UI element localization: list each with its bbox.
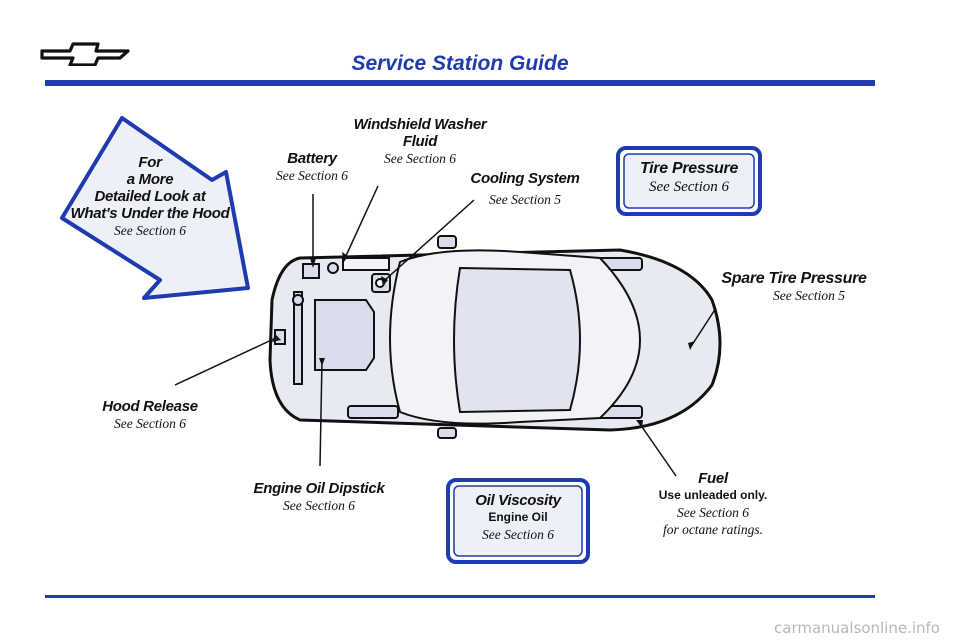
oil-viscosity-callout: Oil Viscosity Engine Oil See Section 6 — [454, 492, 582, 543]
under-hood-ref: See Section 6 — [114, 223, 186, 238]
fuel-callout: Fuel Use unleaded only. See Section 6 fo… — [640, 470, 786, 538]
spare-tire-callout: Spare Tire Pressure See Section 5 — [706, 270, 882, 304]
battery-shape — [302, 263, 320, 279]
washer-line1: Windshield Washer — [353, 116, 487, 133]
cooling-callout: Cooling System See Section 5 — [462, 170, 588, 208]
oil-viscosity-ref: See Section 6 — [482, 527, 554, 542]
page-title: Service Station Guide — [351, 52, 569, 75]
header-rule — [45, 80, 875, 86]
battery-title: Battery — [287, 150, 337, 167]
fuel-line4: for octane ratings. — [662, 522, 764, 537]
chevrolet-bowtie-icon — [40, 42, 130, 66]
tire-pressure-ref: See Section 6 — [649, 179, 729, 195]
washer-callout: Windshield Washer Fluid See Section 6 — [340, 116, 500, 167]
under-hood-line2: a More — [126, 171, 174, 188]
oil-viscosity-title: Oil Viscosity — [475, 492, 561, 509]
spare-tire-ref: See Section 5 — [773, 288, 845, 303]
battery-callout: Battery See Section 6 — [262, 150, 362, 184]
oil-viscosity-line2: Engine Oil — [488, 510, 548, 524]
dipstick-ref: See Section 6 — [283, 498, 355, 513]
cooling-title: Cooling System — [470, 170, 580, 187]
engine-block — [314, 299, 375, 371]
under-hood-arrow — [60, 116, 250, 300]
wheel-front-left — [437, 427, 457, 439]
radiator — [293, 291, 303, 385]
fuel-ref: See Section 6 — [677, 505, 749, 520]
washer-line2: Fluid — [402, 133, 438, 150]
pointer-lines — [174, 185, 717, 477]
hood-release-callout: Hood Release See Section 6 — [92, 398, 208, 432]
tire-pressure-title: Tire Pressure — [639, 160, 739, 177]
hood-release-title: Hood Release — [102, 398, 198, 415]
dipstick-title: Engine Oil Dipstick — [253, 480, 385, 497]
under-hood-line1: For — [138, 154, 162, 171]
fuel-line2: Use unleaded only. — [658, 488, 768, 502]
watermark: carmanualsonline.info — [774, 619, 940, 637]
spare-tire-title: Spare Tire Pressure — [721, 270, 867, 287]
tire-pressure-callout: Tire Pressure See Section 6 — [624, 160, 754, 196]
wheel-front-right — [437, 235, 457, 249]
fuel-title: Fuel — [698, 470, 728, 487]
under-hood-callout: For a More Detailed Look at What's Under… — [60, 154, 240, 239]
footer-rule — [45, 595, 875, 598]
battery-ref: See Section 6 — [276, 168, 348, 183]
washer-reservoir — [342, 257, 390, 271]
washer-ref: See Section 6 — [384, 151, 456, 166]
under-hood-line4: What's Under the Hood — [70, 205, 230, 222]
cooling-ref: See Section 5 — [489, 192, 561, 207]
under-hood-line3: Detailed Look at — [94, 188, 206, 205]
mirror-left — [347, 405, 399, 419]
hood-release-ref: See Section 6 — [114, 416, 186, 431]
dipstick-callout: Engine Oil Dipstick See Section 6 — [246, 480, 392, 514]
washer-cap — [327, 262, 339, 274]
